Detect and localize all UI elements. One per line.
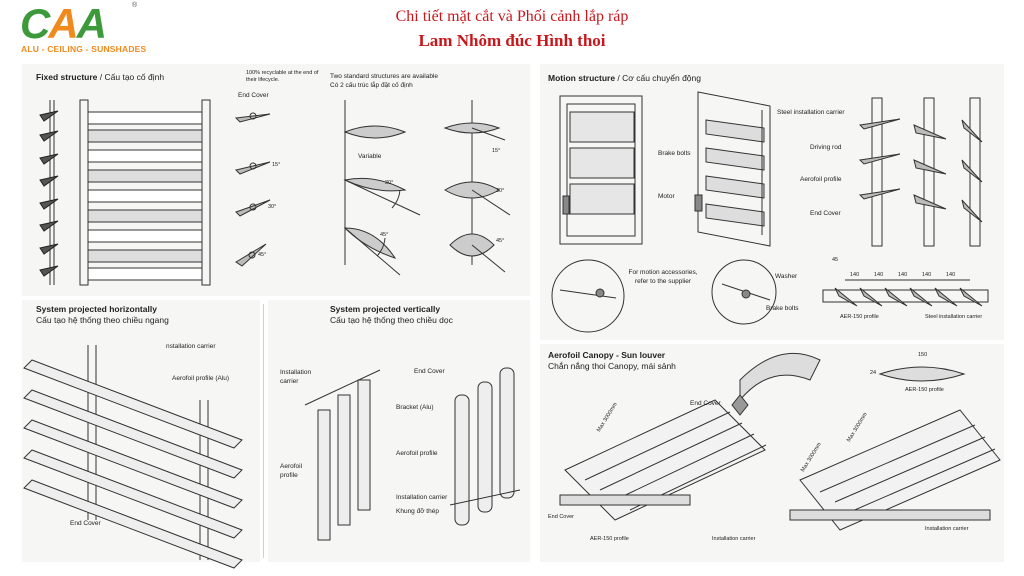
- motion-perspective-frame: [694, 91, 771, 247]
- accessory-details: [551, 259, 777, 333]
- fixed-elevation-frame: [79, 99, 211, 286]
- two-structures-en: Two standard structures are available: [330, 73, 439, 80]
- aerofoil-profile-label: Aerofoil profile: [800, 176, 842, 183]
- vertical-heading-en: System projected vertically: [330, 304, 441, 314]
- canopy-aer-profile-label: AER-150 profile: [905, 387, 944, 393]
- canopy-drawing: [559, 352, 1001, 531]
- steel-carrier2-label: Steel installation carrier: [925, 314, 983, 320]
- vertical-aerofoil2-label: Aerofoil profile: [396, 450, 438, 457]
- page-title-line1: Chi tiết mặt cắt và Phối cảnh lắp ráp: [395, 8, 629, 25]
- canopy-carrier2-label: Installation carrier: [925, 526, 969, 532]
- horizontal-heading-vi: Cấu tạo hệ thống theo chiều ngang: [36, 315, 169, 325]
- canopy-carrier-label: Installation carrier: [712, 536, 756, 542]
- canopy-width-150: 150: [918, 352, 928, 358]
- end-cover-label: End Cover: [238, 92, 269, 99]
- canopy-heading-vi: Chắn nắng thoi Canopy, mái sảnh: [548, 361, 676, 371]
- logo-registered: ®: [132, 2, 138, 9]
- canopy-end-cover2-label: End Cover: [548, 514, 574, 520]
- dim-140-1: 140: [850, 272, 860, 278]
- aer-profile-label: AER-150 profile: [840, 314, 879, 320]
- horizontal-carrier-label: nstallation carrier: [166, 343, 216, 350]
- vertical-aerofoil-label: Aerofoil profile: [280, 463, 303, 479]
- motion-elevation-frame: [559, 95, 643, 245]
- washer-label: Washer: [775, 273, 798, 280]
- divider-vertical: [263, 304, 264, 558]
- dim-140-3: 140: [898, 272, 908, 278]
- motion-posts: [858, 97, 983, 247]
- fixed-structure-heading: Fixed structure / Cấu tạo cố định: [36, 72, 165, 82]
- variable-label: Variable: [358, 153, 382, 160]
- vertical-system-drawing: [304, 367, 521, 541]
- angle-15c-label: 15°: [492, 148, 501, 154]
- canopy-heading-en: Aerofoil Canopy - Sun louver: [548, 350, 666, 360]
- canopy-height-24: 24: [870, 370, 877, 376]
- horizontal-system-drawing: [23, 345, 243, 569]
- dim-angle-label: 45: [832, 257, 839, 263]
- vertical-steel-frame-label: Khung đỡ thép: [396, 508, 439, 515]
- vertical-end-cover-label: End Cover: [414, 368, 445, 375]
- two-structures-vi: Có 2 cấu trúc lắp đặt cố định: [330, 82, 413, 89]
- vertical-heading-vi: Cấu tạo hệ thống theo chiều dọc: [330, 315, 453, 325]
- horizontal-end-cover-label: End Cover: [70, 520, 101, 527]
- angle-structure-diagram: [443, 100, 511, 273]
- angle-45-label: 45°: [258, 252, 267, 258]
- accessories-note: For motion accessories, refer to the sup…: [628, 269, 698, 285]
- angle-45b-label: 45°: [380, 232, 389, 238]
- canopy-aer-profile2-label: AER-150 profile: [590, 536, 629, 542]
- variable-structure-diagram: [343, 100, 421, 276]
- recyclable-note: 100% recyclable at the end of their life…: [246, 70, 319, 83]
- driving-rod-label: Driving rod: [810, 144, 842, 151]
- vertical-bracket-label: Bracket (Alu): [396, 404, 434, 411]
- canopy-end-cover-label: End Cover: [690, 400, 721, 407]
- dim-140-4: 140: [922, 272, 932, 278]
- horizontal-heading-en: System projected horizontally: [36, 304, 157, 314]
- angle-30c-label: 30°: [496, 188, 505, 194]
- page-title-line2: Lam Nhôm đúc Hình thoi: [418, 31, 606, 50]
- motor-label: Motor: [658, 193, 675, 200]
- dim-140-5: 140: [946, 272, 956, 278]
- steel-carrier-label: Steel installation carrier: [777, 109, 845, 116]
- company-logo: CAA ® ALU - CEILING - SUNSHADES: [20, 0, 146, 55]
- brake-bolts-label: Brake bolts: [658, 150, 691, 157]
- end-cover-icons: [234, 112, 271, 267]
- dimension-rail: [822, 279, 989, 307]
- angle-45c-label: 45°: [496, 238, 505, 244]
- brake-bolts2-label: Brake bolts: [766, 305, 799, 312]
- logo-tagline: ALU - CEILING - SUNSHADES: [21, 44, 147, 54]
- angle-30-label: 30°: [268, 204, 277, 210]
- horizontal-aerofoil-label: Aerofoil profile (Alu): [172, 375, 230, 382]
- fixed-post-diagram: [39, 100, 59, 285]
- motion-structure-heading: Motion structure / Cơ cấu chuyển động: [548, 73, 701, 83]
- vertical-carrier-label: Installation carrier: [280, 369, 312, 385]
- logo-mark: CAA: [20, 0, 107, 47]
- angle-15-label: 15°: [272, 162, 281, 168]
- dim-140-2: 140: [874, 272, 884, 278]
- angle-30b-label: 30°: [385, 180, 394, 186]
- vertical-carrier2-label: Installation carrier: [396, 494, 448, 501]
- motion-end-cover-label: End Cover: [810, 210, 841, 217]
